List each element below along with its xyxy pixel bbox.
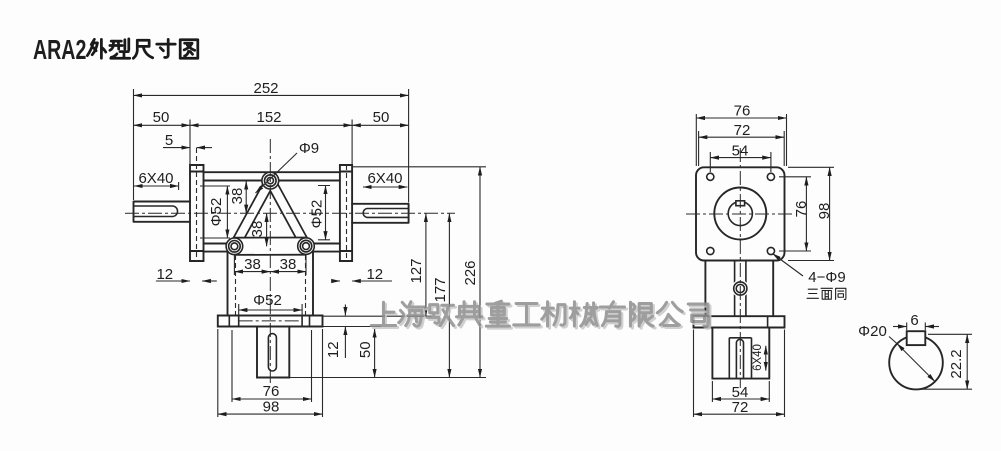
svg-text:177: 177 bbox=[432, 277, 449, 302]
svg-text:5: 5 bbox=[165, 132, 173, 149]
svg-text:22.2: 22.2 bbox=[948, 349, 965, 378]
svg-text:38: 38 bbox=[229, 188, 246, 205]
svg-text:252: 252 bbox=[253, 80, 278, 97]
svg-text:76: 76 bbox=[793, 201, 810, 218]
svg-text:127: 127 bbox=[408, 258, 425, 283]
svg-text:72: 72 bbox=[732, 399, 749, 416]
svg-text:38: 38 bbox=[280, 256, 297, 273]
svg-text:76: 76 bbox=[734, 103, 751, 120]
svg-text:Φ9: Φ9 bbox=[299, 140, 319, 157]
svg-text:4−Φ9: 4−Φ9 bbox=[808, 269, 845, 286]
svg-text:6: 6 bbox=[910, 312, 918, 329]
svg-text:6X40: 6X40 bbox=[367, 170, 402, 187]
svg-text:6X40: 6X40 bbox=[752, 344, 764, 371]
svg-text:38: 38 bbox=[249, 221, 266, 238]
svg-text:ARA2: ARA2 bbox=[33, 35, 86, 66]
svg-text:12: 12 bbox=[366, 266, 383, 283]
svg-text:12: 12 bbox=[325, 341, 342, 358]
svg-text:50: 50 bbox=[373, 109, 390, 126]
svg-text:6X40: 6X40 bbox=[138, 170, 173, 187]
svg-text:54: 54 bbox=[732, 384, 749, 401]
svg-text:152: 152 bbox=[256, 109, 281, 126]
svg-text:Φ52: Φ52 bbox=[253, 292, 282, 309]
svg-text:Φ52: Φ52 bbox=[308, 200, 325, 229]
svg-text:50: 50 bbox=[153, 109, 170, 126]
svg-text:72: 72 bbox=[734, 122, 751, 139]
svg-text:226: 226 bbox=[462, 260, 479, 285]
svg-text:50: 50 bbox=[357, 341, 374, 358]
svg-text:98: 98 bbox=[263, 399, 280, 416]
svg-text:76: 76 bbox=[263, 383, 280, 400]
svg-text:98: 98 bbox=[816, 203, 833, 220]
svg-text:Φ52: Φ52 bbox=[208, 198, 225, 227]
svg-text:Φ20: Φ20 bbox=[858, 323, 887, 340]
svg-text:54: 54 bbox=[732, 143, 749, 160]
svg-text:38: 38 bbox=[244, 256, 261, 273]
svg-text:12: 12 bbox=[156, 266, 173, 283]
